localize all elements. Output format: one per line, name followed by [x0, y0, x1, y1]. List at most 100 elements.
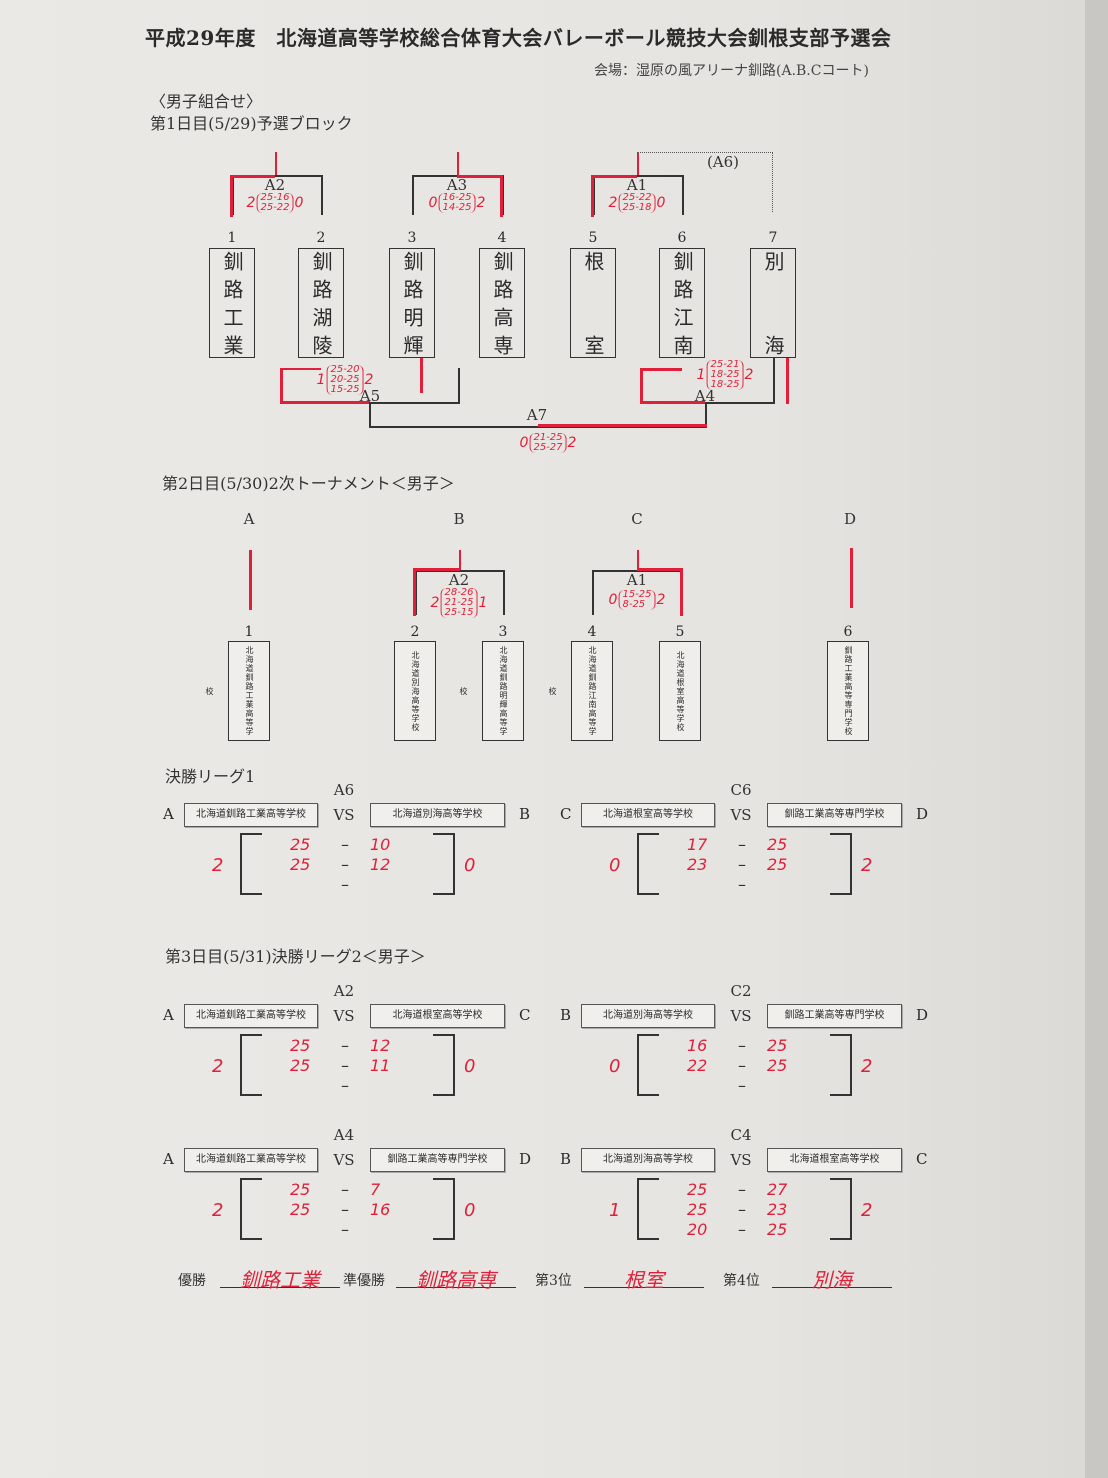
match-code: A6: [333, 781, 355, 799]
bracket-line: [705, 402, 707, 428]
team-box: 北海道根室高等学校: [659, 641, 701, 741]
side-label: D: [519, 1150, 532, 1168]
set-score: 25-16: [260, 192, 290, 203]
set-points-left: 25: [290, 1036, 311, 1055]
match-code: A2: [448, 571, 470, 589]
placement-label: 準優勝: [343, 1273, 385, 1289]
day1-heading: 第1日目(5/29)予選ブロック: [150, 114, 353, 133]
set-score: 18-25: [710, 379, 740, 390]
placement-label: 優勝: [178, 1273, 206, 1289]
section-label: 〈男子組合せ〉: [150, 92, 263, 111]
set-points-left: [290, 875, 320, 894]
set-dash: –: [738, 1220, 746, 1239]
set-dash: –: [341, 1220, 349, 1239]
sets-won-right: 2: [744, 367, 754, 383]
vs-label: VS: [333, 1151, 355, 1169]
sets-won-right: 0: [464, 1056, 476, 1077]
set-points-left: [290, 1220, 320, 1239]
team-number: 2: [410, 624, 420, 640]
placement-label: 第4位: [723, 1273, 760, 1289]
winner-line: [850, 548, 853, 608]
vs-label: VS: [333, 1007, 355, 1025]
match-code: A1: [626, 176, 648, 194]
winner-line: [275, 152, 277, 175]
winner-line: [232, 175, 275, 178]
set-score: 21-25: [533, 432, 563, 443]
team-box: 釧路湖陵: [298, 248, 344, 358]
league1-heading: 決勝リーグ1: [165, 767, 256, 786]
winner-line: [640, 368, 682, 371]
bracket-line: [593, 175, 682, 177]
set-dash: –: [341, 875, 349, 894]
team-number: 3: [498, 624, 508, 640]
set-points-right: 23: [767, 1200, 788, 1219]
set-score-row: 25–27: [687, 1180, 797, 1199]
team-number: 2: [316, 230, 326, 246]
winner-line: [420, 358, 423, 393]
team-box: 釧路江南: [659, 248, 705, 358]
sets-won-right: 0: [464, 1200, 476, 1221]
bracket-line: [640, 402, 775, 404]
set-points-right: [370, 1076, 400, 1095]
set-score: 25-22: [260, 202, 290, 213]
set-points-left: 25: [290, 855, 311, 874]
score-bracket: [830, 1034, 852, 1096]
placement-value: 別海: [772, 1264, 892, 1292]
team-number: 1: [244, 624, 254, 640]
winner-line: [280, 401, 370, 404]
set-points-left: [290, 1076, 320, 1095]
placement-value: 根室: [584, 1264, 704, 1292]
group-label: D: [843, 510, 857, 528]
sets-won-right: 2: [364, 372, 374, 388]
team-box: 北海道別海高等学校: [394, 641, 436, 741]
winner-line: [637, 152, 639, 175]
team-name-box: 北海道釧路工業高等学校: [184, 1004, 318, 1028]
sets-won-left: 2: [430, 595, 440, 611]
winner-line: [500, 175, 503, 217]
set-score-row: –: [687, 1076, 797, 1095]
set-points-left: 25: [687, 1200, 708, 1219]
side-label: C: [916, 1150, 928, 1168]
bracket-line: [321, 175, 323, 215]
group-label: B: [453, 510, 465, 528]
team-box: 別 海: [750, 248, 796, 358]
set-score: 25-20: [330, 364, 360, 375]
sets-won-left: 0: [519, 435, 529, 451]
day2-heading: 第2日目(5/30)2次トーナメント＜男子＞: [162, 474, 455, 493]
placement-value: 釧路工業: [220, 1264, 340, 1292]
set-points-right: [767, 875, 797, 894]
sets-won-right: 0: [464, 855, 476, 876]
venue: 会場：湿原の風アリーナ釧路(A.B.Cコート): [594, 63, 869, 79]
score-bracket: [433, 1034, 455, 1096]
sets-won-left: 2: [246, 195, 256, 211]
match-code: A4: [333, 1126, 355, 1144]
team-name-box: 北海道別海高等学校: [581, 1148, 715, 1172]
set-score: 14-25: [442, 202, 472, 213]
team-name-box: 釧路工業高等専門学校: [767, 1004, 902, 1028]
match-code: C6: [730, 781, 752, 799]
score-bracket: [433, 833, 455, 895]
team-number: 1: [227, 230, 237, 246]
set-score: 8-25: [622, 599, 646, 610]
side-label: D: [916, 805, 929, 823]
winner-line: [637, 550, 639, 570]
side-label: B: [519, 805, 531, 823]
set-score-row: 25–10: [290, 835, 400, 854]
set-points-left: 25: [290, 1180, 311, 1199]
group-label: A: [243, 510, 255, 528]
score-bracket: [240, 1178, 262, 1240]
bracket-line: [503, 570, 505, 615]
set-dash: –: [738, 875, 746, 894]
team-box: 根 室: [570, 248, 616, 358]
sets-won-left: 1: [696, 367, 706, 383]
set-score-row: –: [290, 1220, 400, 1239]
bracket-line: [232, 175, 321, 177]
set-points-right: 25: [767, 1036, 788, 1055]
team-name-box: 釧路工業高等専門学校: [370, 1148, 505, 1172]
